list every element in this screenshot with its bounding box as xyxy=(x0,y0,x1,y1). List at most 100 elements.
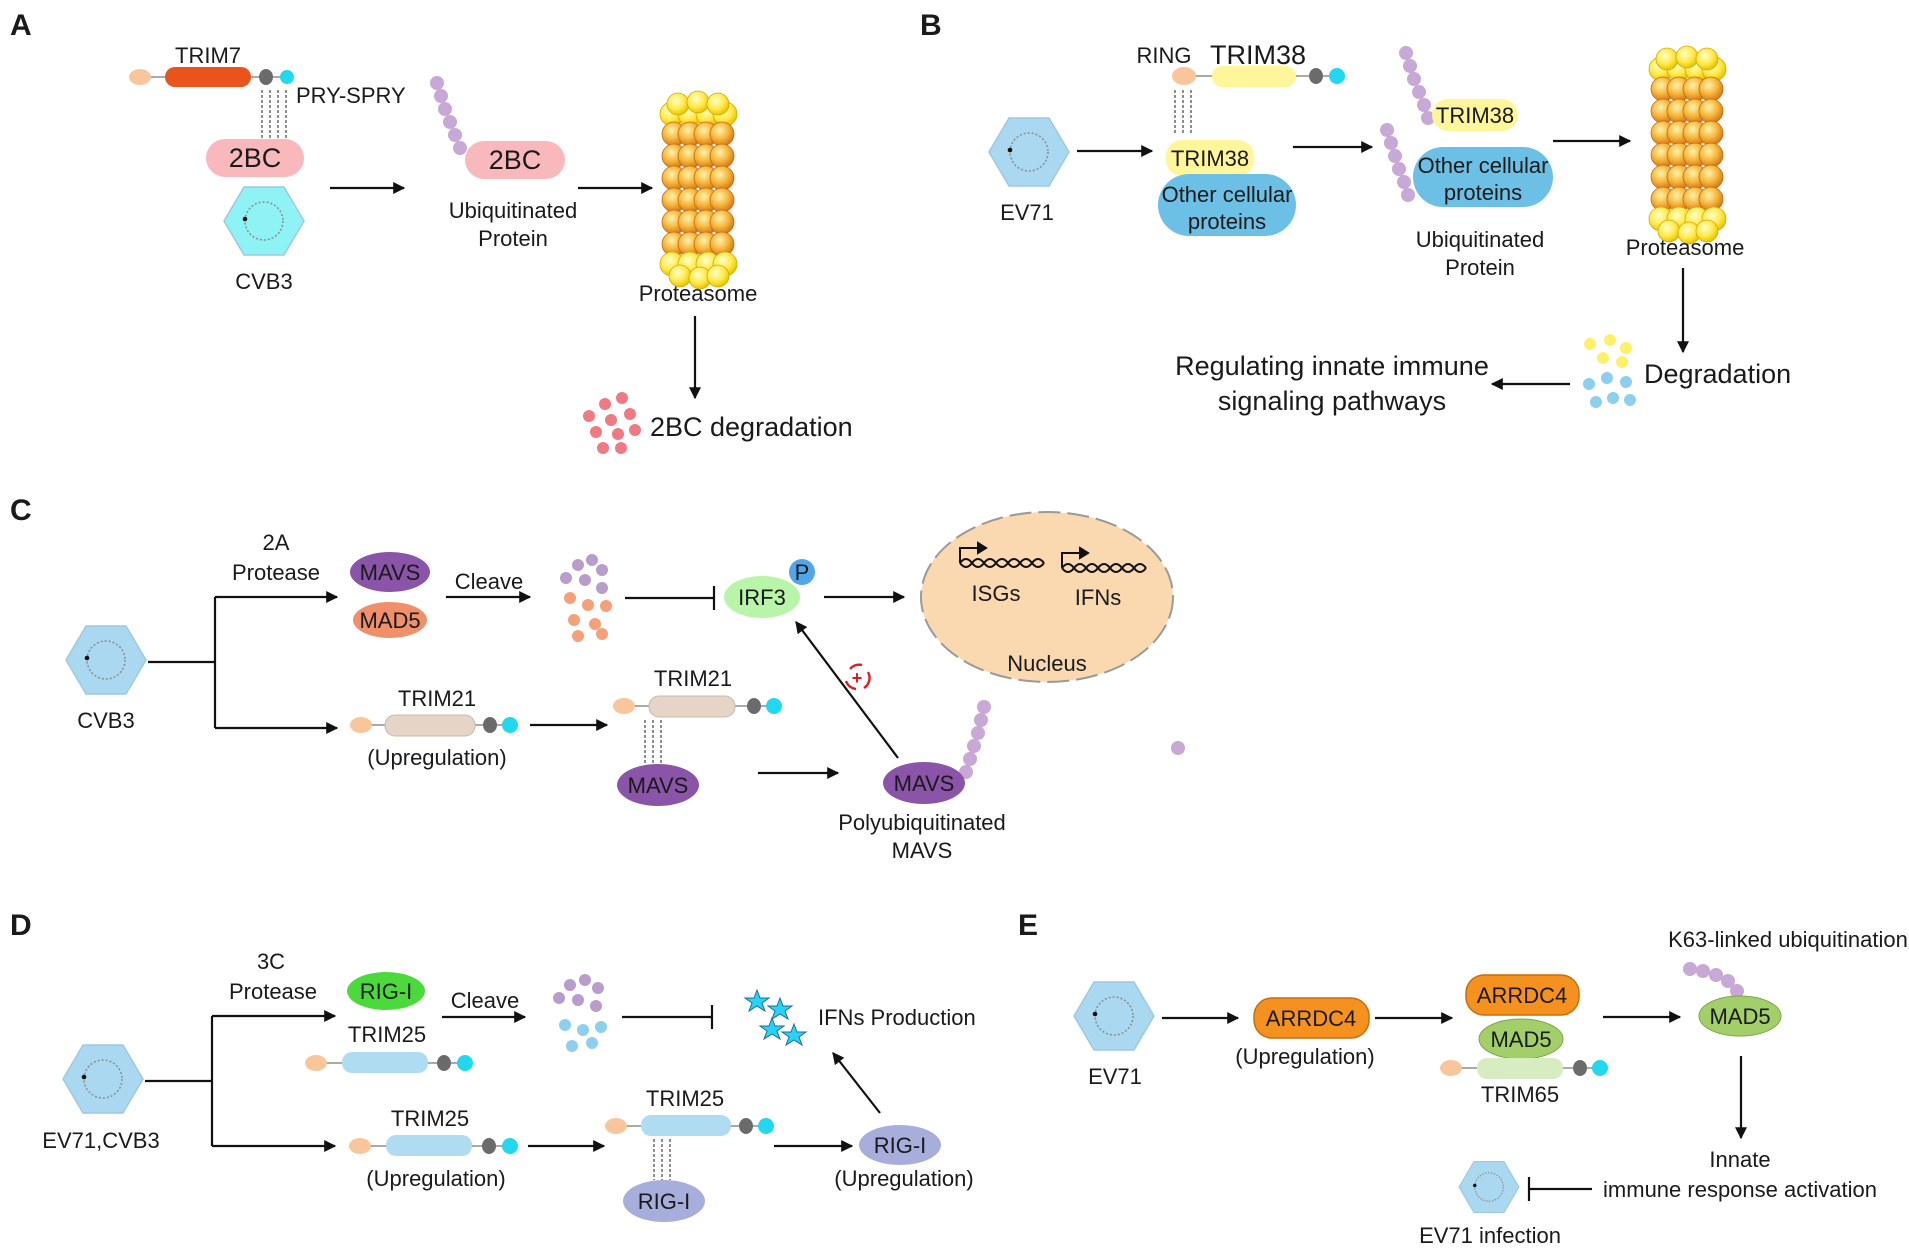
mad5-complex-node: MAD5 xyxy=(1478,1018,1564,1060)
ubiquitinated-protein-line1: Ubiquitinated xyxy=(449,198,577,223)
other-proteins-line1: Other cellular xyxy=(1162,182,1293,207)
branch-lines xyxy=(148,597,217,728)
trim21-bound-label: TRIM21 xyxy=(654,666,732,691)
panel-d: D EV71,CVB3 3C Protease RIG-I TRIM25 Cle… xyxy=(10,909,976,1222)
ubiquitin-chain xyxy=(1683,962,1744,998)
branch-lines xyxy=(145,1016,214,1146)
virus-hexagon-icon xyxy=(223,186,305,256)
gene-arrow-icon xyxy=(1061,546,1147,573)
regulating-line2: signaling pathways xyxy=(1218,386,1446,416)
arrdc4-node: ARRDC4 xyxy=(1253,997,1370,1039)
trim21-protein-bound xyxy=(613,695,782,718)
innate-line2: immune response activation xyxy=(1603,1177,1877,1202)
virus-hexagon-icon xyxy=(1073,981,1155,1051)
star-icon xyxy=(743,988,808,1047)
plus-label: + xyxy=(852,668,863,688)
mad5-node: MAD5 xyxy=(353,602,427,638)
degradation-label: Degradation xyxy=(1644,359,1791,389)
rigi-bound-label: RIG-I xyxy=(638,1189,691,1214)
phosphate: P xyxy=(789,559,815,585)
arrow xyxy=(832,1052,881,1114)
fragments xyxy=(553,974,607,1052)
panel-letter-b: B xyxy=(920,9,942,42)
ubiquitin-chain xyxy=(430,76,467,155)
proteasome-icon xyxy=(659,90,738,290)
trim38-protein xyxy=(1172,66,1345,87)
upregulation-label: (Upregulation) xyxy=(1235,1044,1374,1069)
other-proteins-ub-line1: Other cellular xyxy=(1418,153,1549,178)
rigi-node: RIG-I xyxy=(347,972,425,1010)
arrdc4-complex-node: ARRDC4 xyxy=(1465,974,1580,1016)
panel-letter-c: C xyxy=(10,494,32,527)
inhibition xyxy=(622,1005,714,1029)
mad5-label: MAD5 xyxy=(359,608,420,633)
protease-line1: 3C xyxy=(257,949,285,974)
protease-line2: Protease xyxy=(229,979,317,1004)
ring-label: RING xyxy=(1137,43,1192,68)
nucleus: ISGs IFNs Nucleus xyxy=(920,511,1174,683)
protein-2bc-label: 2BC xyxy=(229,143,282,173)
protease-line2: Protease xyxy=(232,560,320,585)
ubiquitin-chain xyxy=(959,700,991,779)
other-cellular-proteins: Other cellular proteins xyxy=(1158,174,1296,236)
trim21-label: TRIM21 xyxy=(398,686,476,711)
virus-hexagon-icon xyxy=(62,1044,144,1114)
arrdc4-complex-label: ARRDC4 xyxy=(1477,983,1567,1008)
panel-letter-e: E xyxy=(1018,909,1038,942)
virus-hexagon-icon xyxy=(1458,1160,1520,1214)
cleave-label: Cleave xyxy=(455,569,523,594)
virus-ev71-label: EV71 xyxy=(1088,1064,1142,1089)
trim25-up-label: TRIM25 xyxy=(391,1106,469,1131)
binding-lines xyxy=(1174,90,1192,134)
mavs-poly-label: MAVS xyxy=(894,771,955,796)
panel-b: B RING TRIM38 EV71 TRIM38 Other cellular… xyxy=(920,9,1791,416)
mavs-label: MAVS xyxy=(360,560,421,585)
plus-sign: + xyxy=(844,663,871,691)
trim25-protein-up xyxy=(349,1135,518,1156)
panel-e: E EV71 ARRDC4 (Upregulation) ARRDC4 MAD5… xyxy=(1018,909,1908,1248)
trim7-protein xyxy=(129,67,294,87)
trim65-label: TRIM65 xyxy=(1481,1082,1559,1107)
ubiquitinated-protein-line2: Protein xyxy=(1445,255,1515,280)
trim25-bound-label: TRIM25 xyxy=(646,1086,724,1111)
trim21-protein xyxy=(350,714,518,737)
mavs-node: MAVS xyxy=(350,552,430,592)
rigi-up-label: RIG-I xyxy=(874,1133,927,1158)
proteasome-icon xyxy=(1648,45,1727,245)
inhibition xyxy=(1527,1177,1592,1201)
trim25-label: TRIM25 xyxy=(348,1022,426,1047)
proteasome-label: Proteasome xyxy=(639,281,758,306)
panel-letter-d: D xyxy=(10,909,32,942)
trim25-protein-bound xyxy=(605,1115,774,1136)
ubiquitin-chain xyxy=(1380,123,1415,202)
rigi-bound-node: RIG-I xyxy=(623,1180,705,1222)
virus-ev71-cvb3-label: EV71,CVB3 xyxy=(42,1128,159,1153)
trim38-bound: TRIM38 xyxy=(1166,140,1254,176)
arrow xyxy=(795,621,899,759)
k63-label: K63-linked ubiquitination xyxy=(1668,927,1908,952)
trim38-label: TRIM38 xyxy=(1210,40,1306,70)
other-proteins-ub-line2: proteins xyxy=(1444,180,1522,205)
irf3-label: IRF3 xyxy=(738,585,786,610)
poly-label-line1: Polyubiquitinated xyxy=(838,810,1006,835)
virus-hexagon-icon xyxy=(988,117,1070,187)
cleave-label: Cleave xyxy=(451,988,519,1013)
protein-2bc: 2BC xyxy=(206,139,304,177)
innate-line1: Innate xyxy=(1709,1147,1770,1172)
ifns-production-label: IFNs Production xyxy=(818,1005,976,1030)
binding-lines xyxy=(653,1139,671,1180)
rigi-upregulation-label: (Upregulation) xyxy=(834,1166,973,1191)
mad5-ub-node: MAD5 xyxy=(1698,995,1782,1037)
mavs-polyubiquitinated-node: MAVS xyxy=(883,762,965,804)
mad5-ub-label: MAD5 xyxy=(1709,1004,1770,1029)
trim38-ubiquitinated: TRIM38 xyxy=(1432,99,1518,131)
trim38-ub-label: TRIM38 xyxy=(1436,103,1514,128)
rigi-up-node: RIG-I xyxy=(859,1125,941,1165)
fragments xyxy=(1583,334,1636,408)
mad5-complex-label: MAD5 xyxy=(1490,1027,1551,1052)
upregulation-label: (Upregulation) xyxy=(367,745,506,770)
gene-arrow-icon xyxy=(959,541,1045,568)
other-cellular-proteins-ubiquitinated: Other cellular proteins xyxy=(1413,147,1553,207)
panel-letter-a: A xyxy=(10,9,32,42)
